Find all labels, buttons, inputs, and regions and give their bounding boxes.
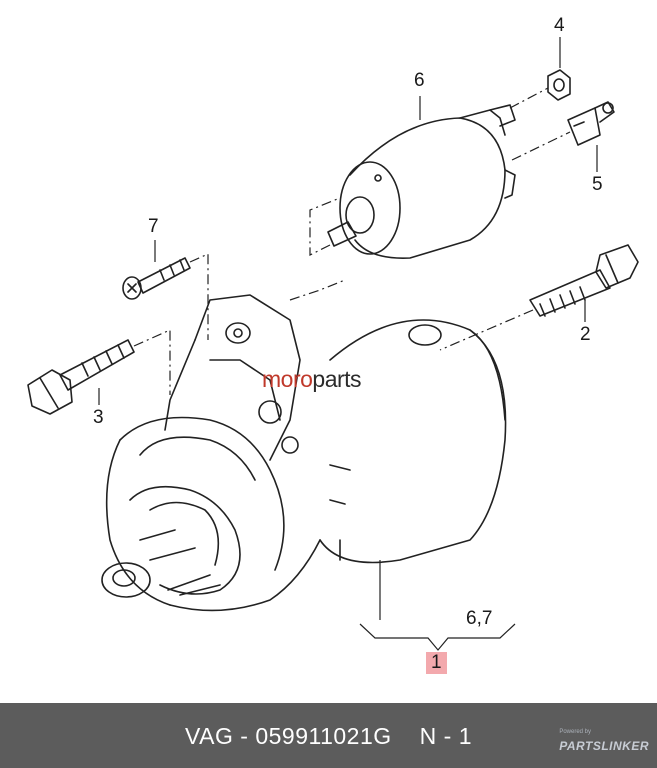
- powered-by-label: Powered by: [559, 729, 591, 735]
- starter-motor: [101, 294, 507, 612]
- callout-6: 6: [414, 70, 425, 91]
- part-number-label: VAG - 059911021G: [185, 723, 392, 749]
- callout-7: 7: [148, 216, 159, 237]
- nut-4: [547, 69, 571, 101]
- connector-5: [567, 101, 615, 146]
- bolt-2: [529, 244, 639, 317]
- watermark-logo: moroparts: [262, 366, 362, 393]
- starter-exploded-diagram: [27, 37, 639, 651]
- callout-3: 3: [93, 407, 104, 428]
- footer-bar: VAG - 059911021G N - 1 Powered by PARTSLI…: [0, 703, 657, 768]
- callout-2: 2: [580, 324, 591, 345]
- solenoid-6: [327, 104, 516, 259]
- partslinker-logo[interactable]: PARTSLINKER: [559, 739, 649, 753]
- callout-4: 4: [554, 15, 565, 36]
- screw-7: [122, 257, 191, 300]
- quantity-label: N - 1: [419, 723, 472, 749]
- bolt-3: [27, 339, 135, 415]
- watermark-part2: parts: [312, 366, 362, 392]
- footer-text: VAG - 059911021G N - 1: [0, 723, 657, 750]
- callout-1-highlighted[interactable]: 1: [426, 652, 447, 674]
- callout-5: 5: [592, 174, 603, 195]
- callout-6-7: 6,7: [466, 608, 493, 629]
- watermark-part1: moro: [262, 366, 313, 392]
